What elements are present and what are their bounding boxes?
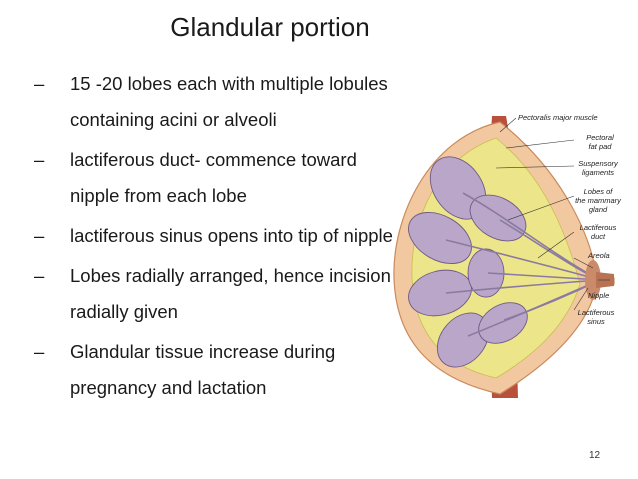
label-sinus-2: sinus bbox=[587, 317, 605, 326]
mammary-lobes bbox=[408, 156, 528, 368]
label-suspensory-2: ligaments bbox=[582, 168, 614, 177]
bullet-dash: – bbox=[34, 341, 45, 362]
bullet-item: – lactiferous duct- commence toward nippl… bbox=[34, 142, 394, 214]
bullet-dash: – bbox=[34, 149, 45, 170]
label-fat-pad-2: fat pad bbox=[589, 142, 613, 151]
bullet-item: – lactiferous sinus opens into tip of nip… bbox=[34, 218, 394, 254]
bullet-dash: – bbox=[34, 225, 45, 246]
bullet-text: Glandular tissue increase during pregnan… bbox=[70, 341, 336, 398]
label-nipple: Nipple bbox=[588, 291, 609, 300]
label-leaders bbox=[495, 117, 610, 311]
bullet-text: Lobes radially arranged, hence incision … bbox=[70, 265, 391, 322]
bullet-text: lactiferous duct- commence toward nipple… bbox=[70, 149, 357, 206]
label-suspensory: Suspensory bbox=[578, 159, 619, 168]
slide-title: Glandular portion bbox=[170, 12, 370, 42]
label-pectoralis: Pectoralis major muscle bbox=[518, 113, 598, 122]
bullet-dash: – bbox=[34, 265, 45, 286]
label-duct: Lactiferous bbox=[580, 223, 617, 232]
label-lobes-3: gland bbox=[589, 205, 608, 214]
bullet-item: – Glandular tissue increase during pregna… bbox=[34, 334, 394, 406]
label-duct-2: duct bbox=[591, 232, 606, 241]
breast-anatomy-illustration: Pectoralis major muscle Pectoral fat pad… bbox=[393, 113, 622, 398]
bullet-item: – Lobes radially arranged, hence incision… bbox=[34, 258, 394, 330]
label-areola: Areola bbox=[587, 251, 610, 260]
areola bbox=[585, 260, 601, 300]
label-sinus: Lactiferous bbox=[578, 308, 615, 317]
bullet-list: – 15 -20 lobes each with multiple lobules… bbox=[34, 66, 394, 410]
label-fat-pad: Pectoral bbox=[586, 133, 614, 142]
label-lobes-2: the mammary bbox=[575, 196, 622, 205]
bullet-text: 15 -20 lobes each with multiple lobules … bbox=[70, 73, 388, 130]
page-number: 12 bbox=[589, 450, 601, 461]
bullet-dash: – bbox=[34, 73, 45, 94]
label-lobes: Lobes of bbox=[584, 187, 614, 196]
bullet-text: lactiferous sinus opens into tip of nipp… bbox=[70, 225, 393, 246]
bullet-item: – 15 -20 lobes each with multiple lobules… bbox=[34, 66, 394, 138]
